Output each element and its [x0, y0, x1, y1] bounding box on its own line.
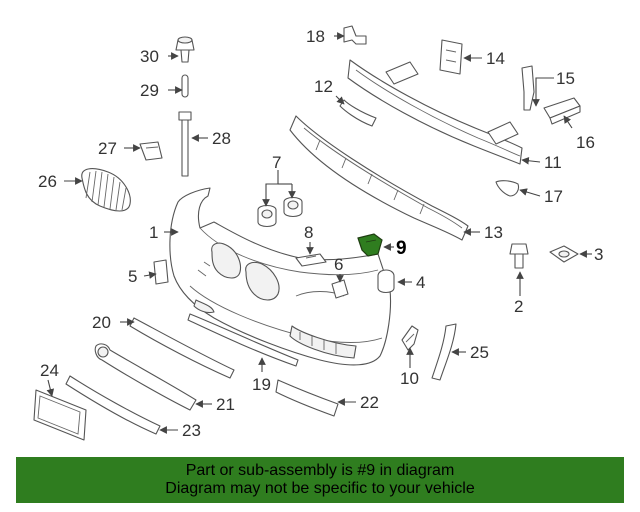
part-29-pin[interactable] [181, 74, 189, 98]
callout-25: 25 [470, 343, 489, 362]
callout-7: 7 [272, 153, 281, 172]
part-22-reflector[interactable] [275, 379, 339, 417]
leader-lines [46, 32, 592, 434]
banner-line-disclaimer: Diagram may not be specific to your vehi… [165, 480, 475, 497]
part-16-block[interactable] [543, 97, 581, 125]
part-7-bushings[interactable] [257, 196, 303, 228]
part-23-trim[interactable] [65, 375, 161, 435]
part-5-tab[interactable] [153, 259, 169, 285]
part-25-strip[interactable] [431, 323, 457, 381]
callout-12: 12 [314, 77, 333, 96]
callout-21: 21 [216, 395, 235, 414]
part-19-trim[interactable] [187, 313, 299, 367]
callout-10: 10 [400, 369, 419, 388]
callout-22: 22 [360, 393, 379, 412]
callout-14: 14 [486, 49, 505, 68]
callout-6: 6 [334, 255, 343, 274]
part-9-bracket-highlighted[interactable] [357, 233, 383, 257]
callout-16: 16 [576, 133, 595, 152]
part-17-cap[interactable] [495, 180, 520, 197]
part-30-clip[interactable] [175, 36, 195, 63]
part-13-absorber[interactable] [289, 115, 469, 241]
callout-9: 9 [396, 238, 407, 259]
callout-5: 5 [128, 267, 137, 286]
callout-19: 19 [252, 375, 271, 394]
part-24-plate-holder[interactable] [33, 389, 87, 441]
part-11-reinforcement[interactable] [347, 59, 523, 165]
callout-labels: 1 2 3 4 5 6 7 8 9 10 11 12 13 14 15 16 1… [38, 27, 603, 440]
callout-1: 1 [149, 223, 158, 242]
part-20-trim[interactable] [129, 317, 235, 379]
callout-24: 24 [40, 361, 59, 380]
callout-11: 11 [544, 153, 562, 172]
callout-30: 30 [140, 47, 159, 66]
part-1-bumper-cover[interactable] [169, 187, 392, 366]
part-12-absorber[interactable] [339, 99, 377, 127]
part-18-clip[interactable] [343, 25, 367, 45]
part-21-trim[interactable] [94, 343, 197, 411]
part-26-grille[interactable] [81, 168, 131, 212]
callout-27: 27 [98, 139, 117, 158]
part-3-nut[interactable] [549, 245, 579, 263]
callout-28: 28 [212, 129, 231, 148]
part-2-bolt[interactable] [509, 243, 529, 269]
part-10-bracket[interactable] [401, 325, 419, 351]
part-28-bolt[interactable] [178, 111, 192, 177]
callout-4: 4 [416, 273, 425, 292]
callout-23: 23 [182, 421, 201, 440]
info-banner: Part or sub-assembly is #9 in diagram Di… [16, 457, 624, 503]
banner-line-part: Part or sub-assembly is #9 in diagram [185, 462, 455, 479]
callout-29: 29 [140, 81, 159, 100]
part-15-bracket[interactable] [521, 65, 535, 111]
parts-diagram: 1 2 3 4 5 6 7 8 9 10 11 12 13 14 15 16 1… [33, 25, 603, 441]
callout-17: 17 [544, 187, 563, 206]
callout-18: 18 [306, 27, 325, 46]
callout-13: 13 [484, 223, 503, 242]
part-14-bracket[interactable] [439, 39, 463, 75]
part-27-bracket[interactable] [139, 141, 163, 161]
callout-2: 2 [514, 297, 523, 316]
callout-8: 8 [304, 223, 313, 242]
part-4-guide[interactable] [377, 269, 395, 294]
callout-3: 3 [594, 245, 603, 264]
callout-15: 15 [556, 69, 575, 88]
part-8-bracket[interactable] [295, 253, 327, 267]
callout-20: 20 [92, 313, 111, 332]
callout-26: 26 [38, 172, 57, 191]
